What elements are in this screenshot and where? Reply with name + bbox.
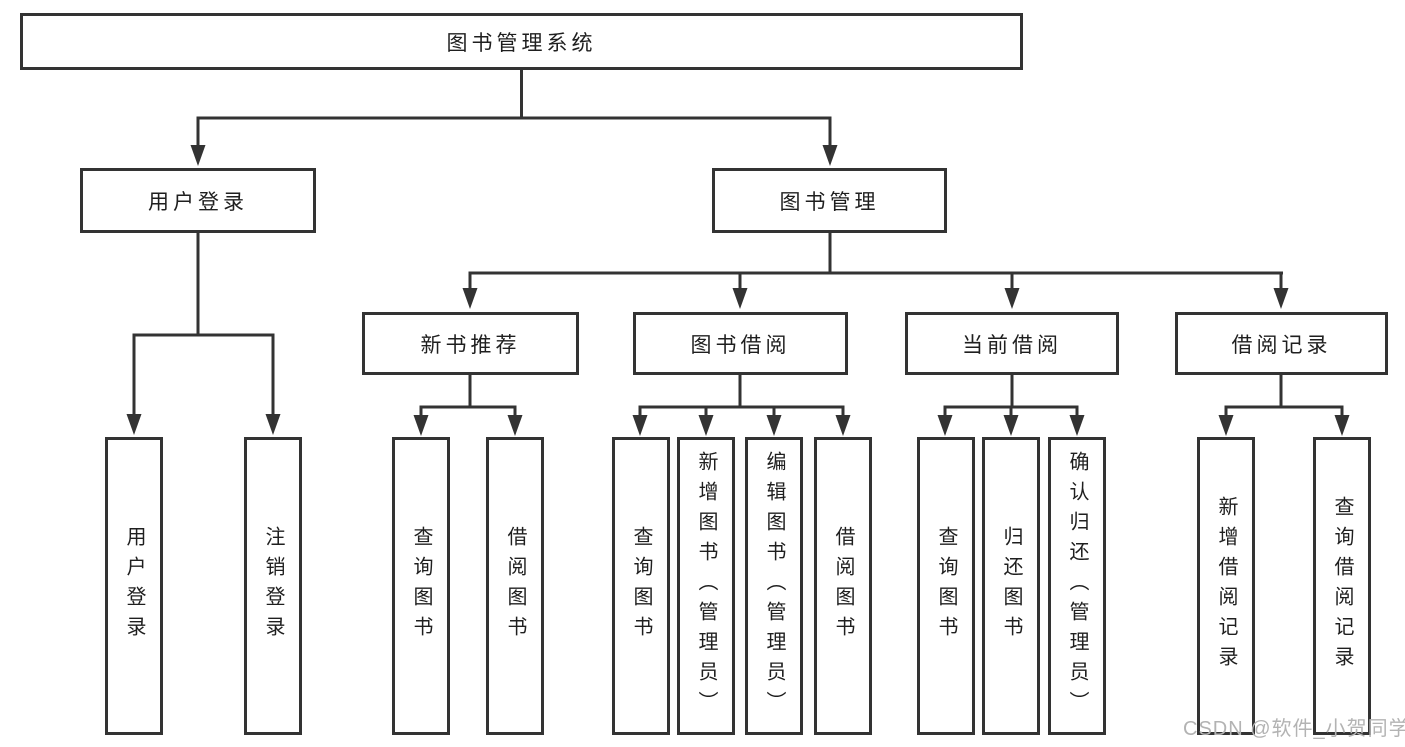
leaf-query-books-borrowing: 查询图书 bbox=[612, 437, 670, 735]
leaf-add-borrow-record: 新增借阅记录 bbox=[1197, 437, 1255, 735]
leaf-add-books-admin: 新增图书（管理员） bbox=[677, 437, 735, 735]
leaf-label: 编辑图书（管理员） bbox=[763, 451, 785, 721]
node-label: 用户登录 bbox=[148, 190, 248, 214]
node-borrowing-records: 借阅记录 bbox=[1175, 312, 1388, 375]
leaf-return-books: 归还图书 bbox=[982, 437, 1040, 735]
node-library-management-system: 图书管理系统 bbox=[20, 13, 1023, 70]
leaf-logout: 注销登录 bbox=[244, 437, 302, 735]
edges-level3-to-leaves bbox=[413, 375, 1350, 436]
leaf-edit-books-admin: 编辑图书（管理员） bbox=[745, 437, 803, 735]
leaf-borrow-books: 借阅图书 bbox=[814, 437, 872, 735]
leaf-borrow-books-recommend: 借阅图书 bbox=[486, 437, 544, 735]
node-label: 当前借阅 bbox=[962, 333, 1062, 357]
leaf-query-books-recommend: 查询图书 bbox=[392, 437, 450, 735]
leaf-label: 归还图书 bbox=[1000, 526, 1022, 646]
node-book-borrowing: 图书借阅 bbox=[633, 312, 848, 375]
leaf-label: 查询图书 bbox=[410, 526, 432, 646]
leaf-confirm-return-admin: 确认归还（管理员） bbox=[1048, 437, 1106, 735]
leaf-query-borrow-record: 查询借阅记录 bbox=[1313, 437, 1371, 735]
leaf-query-books-current: 查询图书 bbox=[917, 437, 975, 735]
leaf-label: 新增图书（管理员） bbox=[695, 451, 717, 721]
watermark: CSDN @软件_小贺同学 bbox=[1183, 718, 1405, 740]
leaf-user-login: 用户登录 bbox=[105, 437, 163, 735]
leaf-label: 查询借阅记录 bbox=[1331, 496, 1353, 676]
node-label: 借阅记录 bbox=[1231, 333, 1332, 357]
node-new-book-recommendation: 新书推荐 bbox=[362, 312, 579, 375]
node-current-borrowing: 当前借阅 bbox=[905, 312, 1119, 375]
leaf-label: 确认归还（管理员） bbox=[1066, 451, 1088, 721]
edges-root-to-level2 bbox=[190, 70, 838, 166]
node-label: 图书管理系统 bbox=[446, 31, 597, 55]
node-label: 图书管理 bbox=[779, 190, 880, 214]
node-book-management: 图书管理 bbox=[712, 168, 947, 233]
leaf-label: 查询图书 bbox=[630, 526, 652, 646]
leaf-label: 用户登录 bbox=[123, 526, 145, 646]
edges-book-management-to-level3 bbox=[462, 233, 1289, 309]
node-label: 新书推荐 bbox=[420, 333, 521, 357]
node-user-login: 用户登录 bbox=[80, 168, 316, 233]
leaf-label: 借阅图书 bbox=[832, 526, 854, 646]
node-label: 图书借阅 bbox=[690, 333, 791, 357]
edges-user-login-to-leaves bbox=[126, 233, 281, 435]
leaf-label: 新增借阅记录 bbox=[1215, 496, 1237, 676]
leaf-label: 借阅图书 bbox=[504, 526, 526, 646]
leaf-label: 查询图书 bbox=[935, 526, 957, 646]
leaf-label: 注销登录 bbox=[262, 526, 284, 646]
